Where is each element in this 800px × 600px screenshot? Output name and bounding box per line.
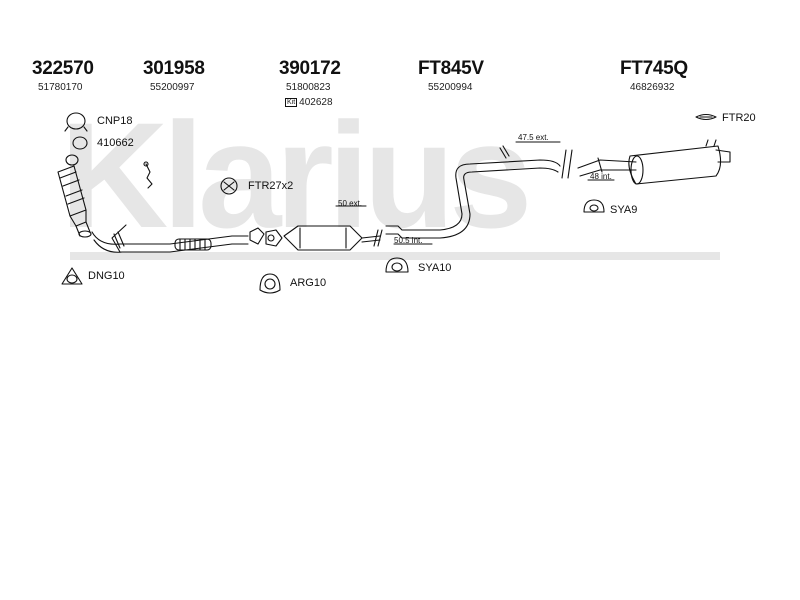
middle-catalyst-drawing: [283, 225, 383, 251]
clamp-icon-ftr27x2: [220, 177, 238, 195]
gasket-icon-dng10: [61, 267, 83, 285]
ref-number-5: 46826932: [630, 82, 675, 93]
intermediate-pipe-drawing: [385, 145, 573, 239]
label-arg10: ARG10: [290, 277, 327, 289]
ring-icon-arg10: [259, 273, 281, 294]
part-number-2: 301958: [143, 58, 205, 79]
label-ftr27x2: FTR27x2: [248, 180, 294, 192]
ref-number-2: 55200997: [150, 82, 195, 93]
dim-47-5-ext: 47.5 ext.: [518, 133, 549, 142]
label-410662: 410662: [97, 137, 134, 149]
lambda-sensor-drawing: [143, 161, 153, 189]
label-sya9: SYA9: [610, 204, 638, 216]
dim-50-5-int: 50.5 int.: [394, 236, 423, 245]
part-number-5: FT745Q: [620, 58, 688, 79]
front-pipe-drawing: [91, 224, 249, 253]
gasket-icon-410662: [65, 136, 88, 166]
ref-number-1: 51780170: [38, 82, 83, 93]
label-ftr20: FTR20: [722, 112, 756, 124]
clamp-icon-cnp18: [64, 112, 88, 132]
mount-icon-sya10: [385, 257, 409, 273]
label-dng10: DNG10: [88, 270, 125, 282]
part-number-4: FT845V: [418, 58, 484, 79]
front-catalyst-drawing: [57, 165, 92, 238]
kit-ref-number: 402628: [299, 97, 333, 108]
part-number-1: 322570: [32, 58, 94, 79]
ref-number-4: 55200994: [428, 82, 473, 93]
dim-50-ext: 50 ext.: [338, 199, 363, 208]
clamp-icon-ftr20: [695, 113, 717, 121]
dim-48-int: 48 int.: [590, 172, 612, 181]
rear-silencer-drawing: [577, 139, 731, 185]
label-cnp18: CNP18: [97, 115, 133, 127]
kit-box: Kit: [285, 98, 298, 107]
ref-number-3: 51800823: [286, 82, 331, 93]
label-sya10: SYA10: [418, 262, 452, 274]
brand-watermark: Klarius: [60, 91, 533, 259]
mount-icon-sya9: [583, 199, 605, 213]
flange-joint-drawing: [249, 227, 283, 247]
part-number-3: 390172: [279, 58, 341, 79]
watermark-underline: [70, 252, 720, 260]
